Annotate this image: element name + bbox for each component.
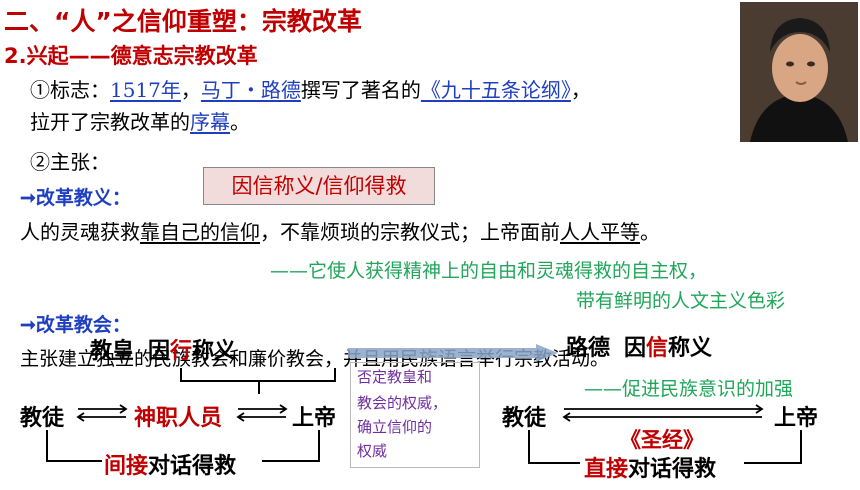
right-bottom-text: 直接对话得救 (584, 451, 716, 483)
right-diagram-title: 路德因信称义 (566, 330, 712, 362)
section-title: 二、“人”之信仰重塑：宗教改革 (4, 7, 362, 36)
left-god: 上帝 (292, 406, 337, 431)
sign-line2-c: 。 (230, 110, 250, 134)
right-god: 上帝 (774, 406, 819, 431)
right-arrow-icon (348, 344, 558, 366)
subtitle: 2.兴起——德意志宗教改革 (4, 44, 258, 68)
right-bible: 《圣经》 (620, 428, 704, 452)
sign-line2-b: 序幕 (190, 110, 230, 134)
doctrine-text-c: ，不靠烦琐的宗教仪式；上帝面前 (260, 220, 560, 244)
green-note-1: ——它使人获得精神上的自由和灵魂得救的自主权， (270, 260, 708, 282)
green-note-2: 带有鲜明的人文主义色彩 (576, 290, 786, 312)
left-title-b: 因 (148, 339, 171, 364)
double-arrow-icon (558, 404, 768, 426)
claim-label: ②主张： (30, 150, 110, 174)
left-bottom-a: 间接 (104, 454, 149, 479)
doctrine-text-a: 人的灵魂获救 (20, 220, 140, 244)
right-title-c: 信 (646, 336, 669, 361)
doctrine-text-e: 。 (640, 220, 660, 244)
left-title-c: 行 (170, 339, 193, 364)
sign-line-2: 拉开了宗教改革的序幕。 (30, 106, 250, 135)
purple-note-box: 否定教皇和 教会的权威， 确立信仰的 权威 (350, 362, 480, 468)
purple-note-line: 确立信仰的 (357, 418, 433, 436)
left-title-d: 称义 (192, 339, 237, 364)
purple-note-line: 否定教皇和 (357, 368, 433, 386)
sign-prefix: ①标志： (30, 78, 110, 102)
left-bottom-text: 间接对话得救 (104, 448, 236, 480)
purple-note-line: 教会的权威， (357, 394, 448, 412)
left-bottom-b: 对话得救 (148, 454, 237, 479)
doctrine-text-d: 人人平等 (560, 220, 640, 244)
sign-wrote: 撰写了著名的 (300, 78, 421, 102)
left-diagram-title: 教皇因行称义 (90, 333, 236, 365)
purple-note-line: 权威 (357, 442, 388, 460)
sign-end: ， (570, 78, 591, 102)
green-note-3: ——促进民族意识的加强 (584, 378, 794, 400)
sign-line-1: ①标志：1517年，马丁・路德撰写了著名的《九十五条论纲》， (30, 74, 591, 103)
doctrine-box: 因信称义/信仰得救 (203, 167, 435, 205)
right-believer: 教徒 (502, 406, 547, 431)
sign-line2-a: 拉开了宗教改革的 (30, 110, 190, 134)
sign-year: 1517年 (110, 78, 181, 102)
sign-comma: ， (180, 78, 201, 102)
sign-book: 《九十五条论纲》 (420, 78, 571, 102)
right-bottom-a: 直接 (584, 457, 629, 482)
left-believer: 教徒 (20, 406, 65, 431)
luther-portrait-image (740, 2, 858, 142)
right-title-a: 路德 (566, 336, 611, 361)
doctrine-text-b: 靠自己的信仰 (140, 220, 260, 244)
right-title-b: 因 (624, 336, 647, 361)
double-arrow-icon (232, 404, 292, 426)
doctrine-text: 人的灵魂获救靠自己的信仰，不靠烦琐的宗教仪式；上帝面前人人平等。 (20, 216, 660, 245)
double-arrow-icon (72, 404, 132, 426)
right-bottom-b: 对话得救 (628, 457, 717, 482)
church-label: ➞改革教会： (20, 314, 131, 336)
doctrine-label: ➞改革教义： (20, 187, 131, 209)
right-title-d: 称义 (668, 336, 713, 361)
left-title-a: 教皇 (90, 339, 135, 364)
sign-person: 马丁・路德 (200, 78, 301, 102)
left-clergy: 神职人员 (134, 406, 223, 431)
